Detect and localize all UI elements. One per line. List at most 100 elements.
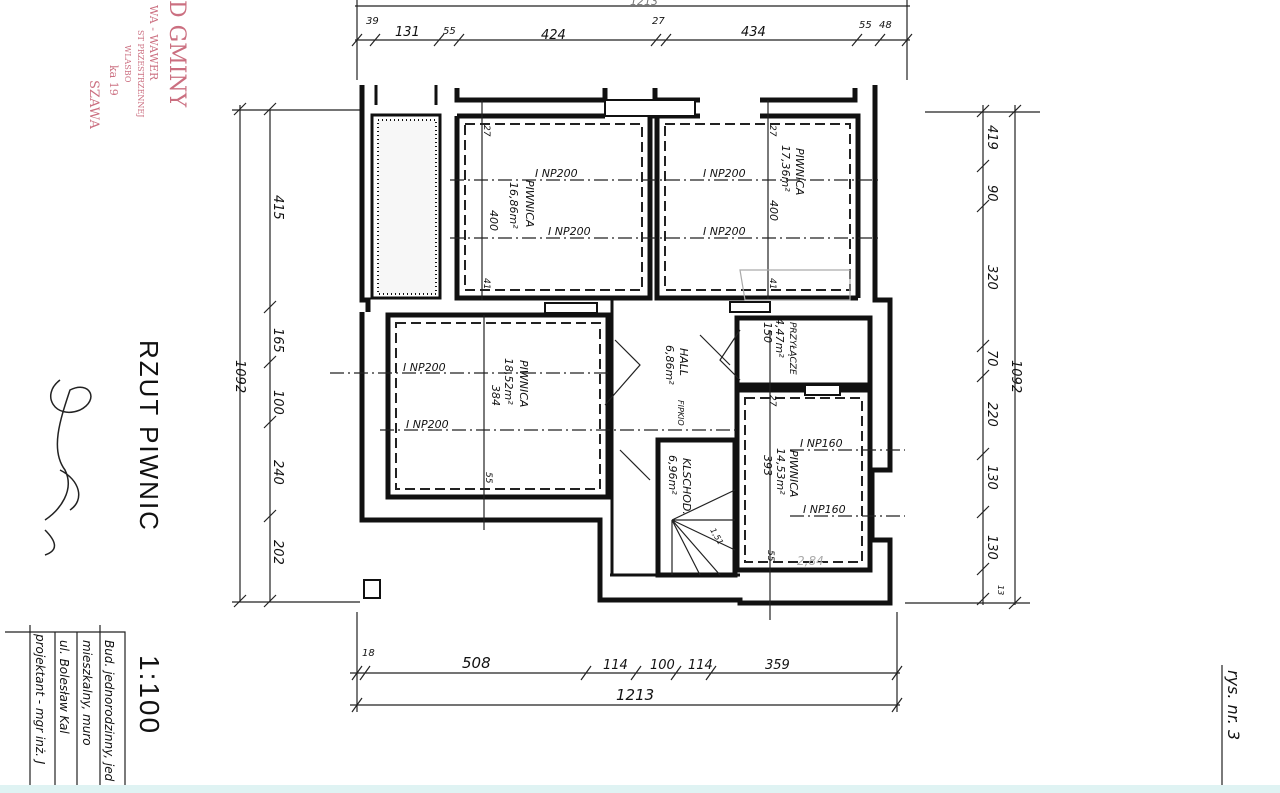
walls	[359, 85, 893, 606]
drawing-label: PRZYŁĄCZE	[787, 322, 797, 375]
drawing-label: 415	[270, 195, 285, 220]
drawing-label: FIPKIO	[676, 400, 685, 426]
drawing-label: Bud. jednorodzinny, jed	[102, 640, 116, 782]
drawing-label: I NP160	[803, 503, 846, 516]
drawing-label: I NP200	[548, 225, 591, 238]
drawing-label: 400	[767, 200, 780, 221]
drawing-label: 165	[270, 328, 285, 353]
drawing-label: 90	[984, 185, 999, 202]
drawing-label: 419	[984, 125, 999, 150]
column-marker	[363, 579, 381, 599]
stamp-line: WLASBO	[123, 45, 132, 83]
drawing-label: KLSCHOD.	[680, 458, 693, 515]
drawing-label: 17,36m²	[779, 145, 792, 192]
stamp-line: ka 19	[107, 65, 120, 96]
drawing-label: 14,53m²	[774, 448, 787, 495]
drawing-label: 55	[483, 472, 493, 484]
drawing-label: I NP200	[403, 361, 446, 374]
drawing-label: 508	[462, 654, 491, 672]
dimension-bottom: 18 508 114 100 114 359 1213	[350, 612, 903, 713]
stamp-line: ST PRZESTRZENNEJ	[136, 30, 145, 117]
drawing-label: 130	[984, 465, 999, 490]
stamp-line: D GMINY	[164, 0, 189, 108]
signature	[44, 379, 92, 556]
drawing-label: I NP160	[800, 437, 843, 450]
drawing-label: PIWNICA	[793, 148, 806, 195]
drawing-label: 240	[270, 460, 285, 485]
drawing-label: 150	[761, 322, 774, 343]
drawing-label: 18	[362, 648, 375, 659]
drawing-label: 114	[603, 658, 628, 673]
drawing-label: I NP200	[703, 167, 746, 180]
drawing-label: PIWNICA	[523, 180, 536, 227]
vent-block	[729, 301, 771, 313]
drawing-label: 130	[984, 535, 999, 560]
drawing-label: 359	[765, 658, 790, 673]
drawing-label: 27	[767, 395, 777, 407]
drawing-label: PIWNICA	[517, 360, 530, 407]
room-piwnica-2: I NP200 I NP200 PIWNICA 17,36m² 400 27 4…	[703, 125, 806, 289]
drawing-label: 114	[688, 658, 713, 673]
vent-block	[544, 302, 598, 314]
drawing-label: HALL	[677, 348, 690, 376]
drawing-label: 55	[443, 26, 456, 37]
drawing-label: 6,86m²	[663, 345, 676, 385]
drawing-label: 424	[541, 28, 566, 43]
drawing-label: 16,86m²	[507, 182, 520, 229]
drawing-label: 6,96m²	[666, 455, 679, 495]
drawing-label: I NP200	[703, 225, 746, 238]
dimension-left: 1092 415 165 100 240 202	[232, 102, 360, 608]
drawing-label: 27	[481, 125, 491, 137]
drawing-label: I NP200	[535, 167, 578, 180]
dimension-right: 1092 419 90 320 70 220 130 130 13	[905, 104, 1040, 610]
municipal-stamp: D GMINY WA - WAWER ST PRZESTRZENNEJ WLAS…	[86, 0, 189, 130]
stamp-line: SZAWA	[86, 80, 101, 130]
drawing-label: 70	[984, 350, 999, 367]
drawing-label: 393	[761, 455, 774, 476]
drawing-label: 100	[270, 390, 285, 415]
drawing-label: 100	[650, 658, 675, 673]
drawing-label: 1092	[1008, 360, 1023, 393]
drawing-label: 320	[984, 265, 999, 290]
drawing-label: PIWNICA	[787, 450, 800, 497]
room-klatka-schodowa: KLSCHOD. 6,96m² 1,51	[666, 455, 725, 546]
stamp-line: WA - WAWER	[147, 5, 160, 81]
window-bottom-edge	[0, 785, 1280, 793]
drawing-label: 202	[270, 540, 285, 565]
drawing-label: 1092	[232, 360, 247, 393]
drawing-label: ul. Bolesław Kal	[57, 640, 71, 734]
drawing-label: 41	[767, 278, 777, 289]
drawing-label: 55	[859, 20, 872, 31]
drawing-label: 384	[489, 385, 502, 406]
drawing-title: RZUT PIWNIC	[134, 340, 164, 532]
room-przylacze: PRZYŁĄCZE 4,47m² 150	[761, 318, 797, 375]
room-piwnica-1: I NP200 I NP200 PIWNICA 16,86m² 400 27 4…	[481, 125, 591, 289]
pencil-note: 2,84	[797, 554, 824, 568]
drawing-label: 4,47m²	[773, 318, 786, 358]
drawing-scale: 1:100	[134, 655, 165, 735]
drawing-label: mieszkalny, muro	[80, 640, 94, 746]
vent-block	[804, 384, 841, 396]
drawing-label: 41	[481, 278, 491, 289]
drawing-label: 220	[984, 402, 999, 427]
drawing-label: 27	[652, 16, 665, 27]
drawing-label: 18,52m²	[502, 358, 515, 405]
drawing-label: 434	[741, 25, 766, 40]
drawing-label: 131	[395, 25, 420, 40]
drawing-label: 1213	[630, 0, 658, 8]
drawing-label: 48	[879, 20, 892, 31]
drawing-label: 39	[366, 16, 379, 27]
drawing-label: 1213	[616, 686, 654, 704]
room-piwnica-3: I NP200 I NP200 PIWNICA 18,52m² 384 55	[403, 358, 530, 484]
storage-hatch	[377, 119, 437, 295]
room-piwnica-4: I NP160 I NP160 PIWNICA 14,53m² 393 27 5…	[761, 395, 846, 568]
drawing-label: projektant - mgr inż. J	[33, 633, 47, 765]
construction-lines	[330, 100, 905, 620]
title-block: Bud. jednorodzinny, jed mieszkalny, muro…	[5, 625, 126, 785]
drawing-label: 13	[996, 585, 1005, 595]
drawing-label: 400	[487, 210, 500, 231]
vent-block	[604, 99, 696, 117]
sheet-number: rys. nr. 3	[1224, 670, 1243, 740]
drawing-label: 55	[765, 550, 775, 562]
